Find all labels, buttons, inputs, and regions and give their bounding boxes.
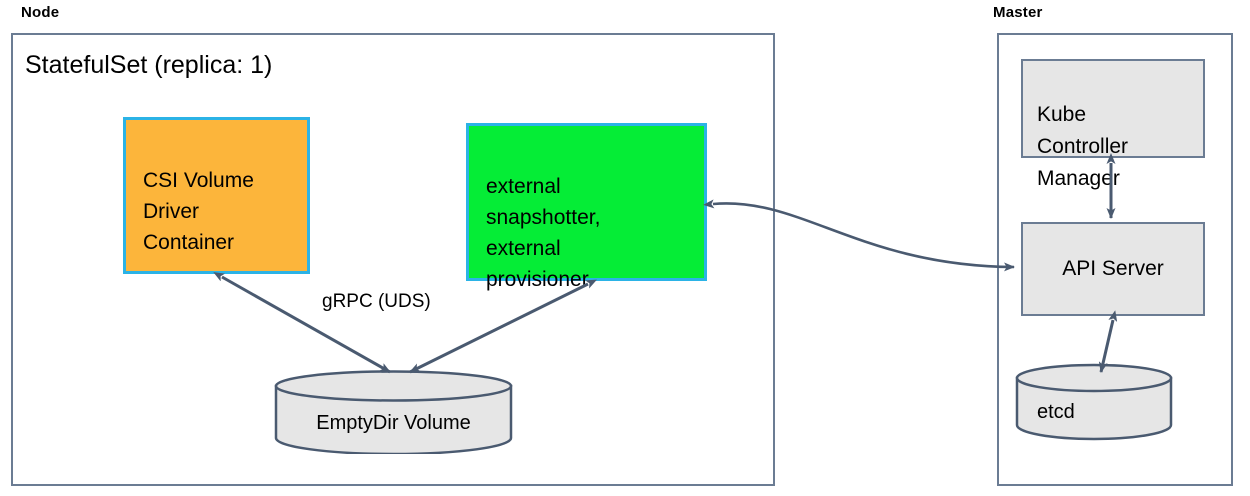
api-server-box[interactable]: API Server: [1021, 222, 1205, 316]
external-snapshotter-provisioner-label: external snapshotter, external provision…: [486, 175, 601, 291]
api-server-label: API Server: [1062, 257, 1164, 280]
csi-volume-driver-container-label: CSI Volume Driver Container: [143, 169, 254, 254]
statefulset-title: StatefulSet (replica: 1): [25, 51, 273, 79]
etcd-label: etcd: [1037, 401, 1075, 423]
etcd-cylinder[interactable]: etcd: [1015, 363, 1173, 441]
emptydir-volume-label: EmptyDir Volume: [316, 412, 471, 434]
emptydir-volume-shape: [274, 370, 513, 456]
kube-controller-manager-label: Kube Controller Manager: [1037, 103, 1129, 190]
csi-volume-driver-container-box[interactable]: CSI Volume Driver Container: [123, 117, 310, 274]
master-group-label: Master: [993, 4, 1043, 21]
emptydir-volume-cylinder[interactable]: EmptyDir Volume: [274, 370, 513, 456]
grpc-edge-label: gRPC (UDS): [322, 291, 431, 312]
external-snapshotter-provisioner-box[interactable]: external snapshotter, external provision…: [466, 123, 707, 291]
etcd-shape: [1015, 363, 1173, 441]
node-group-label: Node: [21, 4, 60, 21]
kube-controller-manager-box[interactable]: Kube Controller Manager: [1021, 59, 1205, 190]
